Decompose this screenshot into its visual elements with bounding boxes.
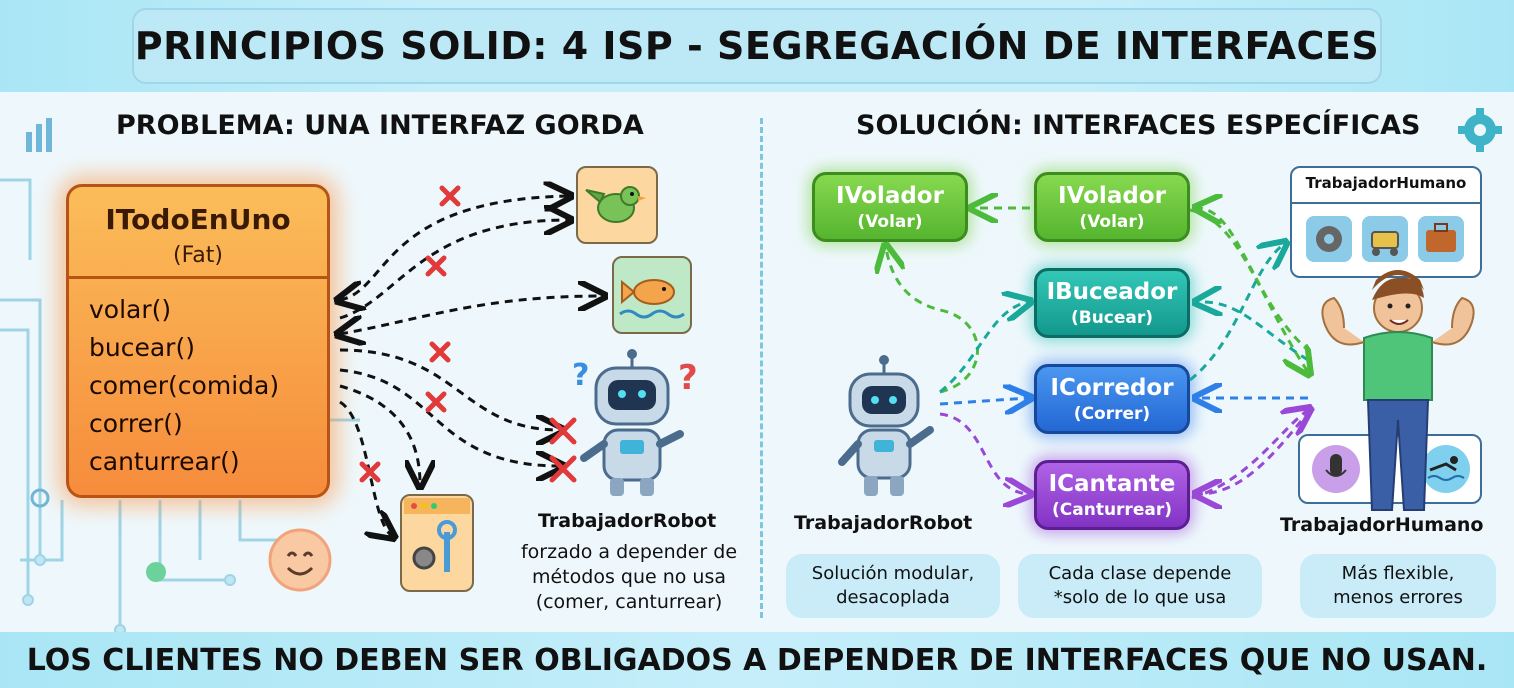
icorredor-name: ICorredor [1050,375,1174,401]
problem-heading: PROBLEMA: UNA INTERFAZ GORDA [116,110,644,141]
machine-tile-icon [1362,216,1408,262]
ibuceador-name: IBuceador [1046,279,1178,305]
ivolador-name: IVolador [1058,183,1166,209]
bird-tile [576,166,658,244]
left-robot-note: forzado a depender de métodos que no usa… [504,540,754,615]
tools-window-tile [400,494,474,592]
robot-note-line-3: (comer, canturrear) [535,591,723,613]
icantante-name: ICantante [1048,471,1176,497]
footer-text: LOS CLIENTES NO DEBEN SER OBLIGADOS A DE… [26,642,1488,678]
title-pill [132,8,1382,84]
microphone-icon [1312,445,1360,493]
icantante-interface: ICantante (Canturrear) [1034,460,1190,530]
bubble-modular-line-2: desacoplada [836,587,950,608]
ivolador-method: (Volar) [1079,212,1145,232]
ibuceador-interface: IBuceador (Bucear) [1034,268,1190,338]
fish-icon [619,279,685,319]
compass-icon [30,488,50,508]
icorredor-method: (Correr) [1073,404,1151,424]
solution-heading: SOLUCIÓN: INTERFACES ESPECÍFICAS [856,110,1421,141]
cross-icons [359,185,577,483]
fat-interface-box: ITodoEnUno (Fat) volar() bucear() comer(… [66,184,330,498]
gear-icon [1458,108,1502,152]
section-divider [760,118,763,618]
robot-note-line-2: métodos que no usa [531,566,727,588]
gear-tile-icon [1306,216,1352,262]
bubble-flexible-line-1: Más flexible, [1341,563,1455,584]
smiley-icon [268,528,332,592]
human-label: TrabajadorHumano [1280,514,1484,536]
bubble-depends-line-2: *solo de lo que usa [1053,587,1227,608]
left-robot-label: TrabajadorRobot [538,510,717,532]
icantante-method: (Canturrear) [1052,500,1172,520]
bubble-depends: Cada clase depende *solo de lo que usa [1018,554,1262,618]
ibuceador-method: (Bucear) [1070,308,1154,328]
ivolador-interface: IVolador (Volar) [1034,172,1190,242]
question-mark-red: ? [678,358,698,398]
swimmer-icon [1422,445,1470,493]
method-correr: correr() [89,409,183,438]
robot-ivolador-interface: IVolador (Volar) [812,172,968,242]
fish-tile [612,256,692,334]
fat-interface-subtitle: (Fat) [173,243,223,268]
bubble-flexible-line-2: menos errores [1333,587,1463,608]
bubble-flexible: Más flexible, menos errores [1300,554,1496,618]
fat-interface-header: ITodoEnUno (Fat) [69,187,327,279]
method-comer: comer(comida) [89,371,280,400]
bar-chart-icon [26,118,52,152]
bubble-modular: Solución modular, desacoplada [786,554,1000,618]
robot-note-line-1: forzado a depender de [520,541,738,563]
human-box-title: TrabajadorHumano [1305,174,1467,192]
footer-banner [0,632,1514,688]
question-mark-blue: ? [572,358,590,393]
tools-icon [404,498,470,572]
bubble-modular-line-1: Solución modular, [811,563,975,584]
right-robot-label: TrabajadorRobot [794,512,973,534]
robot-ivolador-method: (Volar) [857,212,923,232]
robot-ivolador-name: IVolador [836,183,944,209]
green-dot-decoration [146,562,166,582]
briefcase-tile-icon [1418,216,1464,262]
bird-icon [585,186,646,223]
human-worker-box: TrabajadorHumano [1290,166,1482,278]
method-volar: volar() [89,295,172,324]
bubble-depends-line-1: Cada clase depende [1048,563,1232,584]
method-canturrear: canturrear() [89,447,240,476]
icorredor-interface: ICorredor (Correr) [1034,364,1190,434]
method-bucear: bucear() [89,333,195,362]
page-title: PRINCIPIOS SOLID: 4 ISP - SEGREGACIÓN DE… [134,24,1380,68]
fat-interface-name: ITodoEnUno [105,203,291,236]
